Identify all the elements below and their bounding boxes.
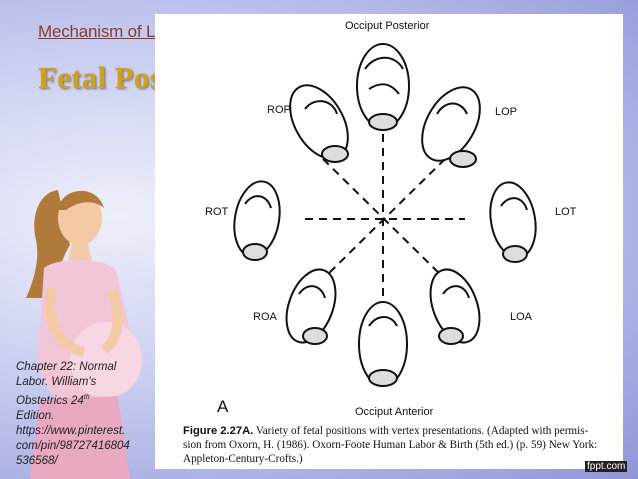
fetal-head-rot [229,178,286,260]
citation-line-1: Chapter 22: Normal [16,361,116,373]
source-citation: Chapter 22: Normal Labor. William's Obst… [16,360,148,469]
fetal-head-loa [421,263,488,349]
label-rop: ROP [267,104,291,116]
label-lop: LOP [495,106,517,118]
fppt-watermark: fppt.com [585,461,627,472]
citation-superscript: th [84,394,90,401]
label-occiput-anterior: Occiput Anterior [355,406,433,418]
citation-link-part-3[interactable]: 536568/ [16,455,58,467]
fetal-head-oa [359,302,407,386]
label-occiput-posterior: Occiput Posterior [345,20,429,32]
fetal-position-figure: Occiput Posterior ROP LOP ROT LOT ROA LO… [155,14,623,469]
label-lot: LOT [555,206,576,218]
citation-link-part-1[interactable]: https://www.pinterest. [16,425,125,437]
fetal-head-op [357,44,409,130]
figure-caption: Figure 2.27A. Variety of fetal positions… [183,424,623,466]
fetal-head-roa [277,263,344,349]
fetal-head-rop [278,75,360,168]
caption-line-2: sion from Oxorn, H. (1986). Oxorn-Foote … [183,439,597,451]
fetal-head-lop [410,77,492,170]
caption-line-1: Variety of fetal positions with vertex p… [256,425,588,437]
label-loa: LOA [510,311,532,323]
label-roa: ROA [253,311,277,323]
label-rot: ROT [205,206,228,218]
fetal-head-lot [485,179,542,262]
citation-line-2: Labor. William's [16,376,96,388]
caption-line-3: Appleton-Century-Crofts.) [183,453,303,465]
citation-link-part-2[interactable]: com/pin/98727416804 [16,440,130,452]
citation-line-4: Edition. [16,410,54,422]
caption-figure-number: Figure 2.27A. [183,425,253,437]
panel-label-a: A [217,397,228,417]
citation-line-3: Obstetrics 24 [16,395,84,407]
